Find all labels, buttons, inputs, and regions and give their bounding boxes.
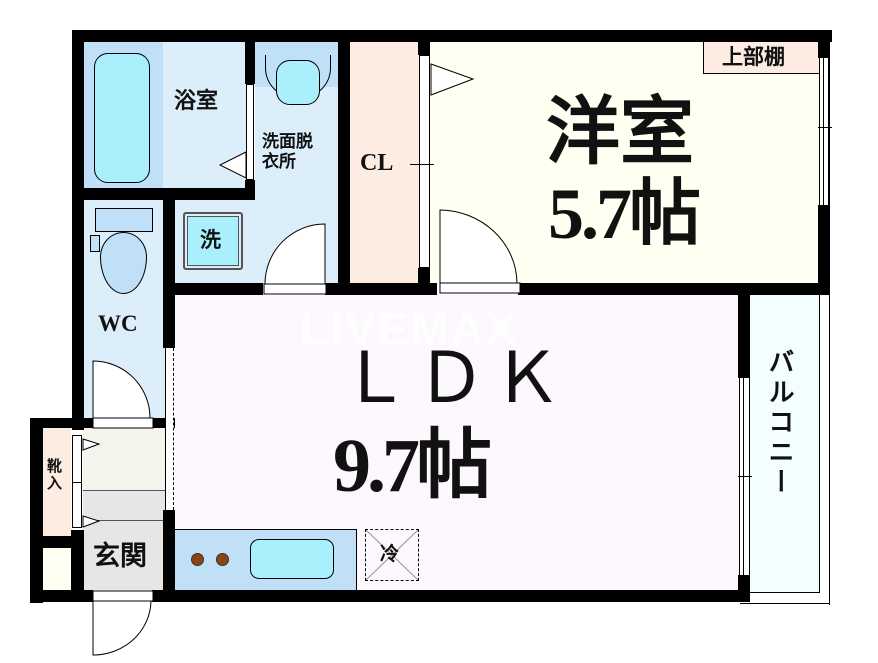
washroom-label-line1: 洗面脱 xyxy=(262,132,313,151)
wall xyxy=(738,283,750,378)
wall xyxy=(30,418,84,428)
entrance-label: 玄関 xyxy=(93,541,147,571)
refrigerator-space xyxy=(365,529,419,581)
upper-shelf xyxy=(703,42,819,74)
wall xyxy=(325,283,437,295)
stove-burner-icon xyxy=(216,553,229,566)
wall xyxy=(30,418,43,603)
wall xyxy=(245,180,255,190)
kitchen-sink xyxy=(250,539,334,579)
entrance-door[interactable] xyxy=(92,590,154,660)
washbasin-bowl xyxy=(276,60,320,105)
wall xyxy=(338,30,350,295)
watermark: LIVEMAX xyxy=(300,303,519,355)
entrance-step-line xyxy=(83,520,165,521)
wc-door[interactable] xyxy=(92,360,154,430)
closet-label: CL xyxy=(360,150,394,176)
western-room-door[interactable] xyxy=(439,209,521,295)
wall xyxy=(30,536,84,548)
door-swing-icon xyxy=(82,438,101,451)
stove-burner-icon xyxy=(191,553,204,566)
wall xyxy=(72,30,84,430)
balcony-rail xyxy=(829,40,831,605)
toilet-paper-holder xyxy=(90,235,100,252)
western-room-window[interactable] xyxy=(819,58,829,205)
ldk-label: ＬＤＫ xyxy=(340,341,568,418)
shoe-box-label: 靴入 xyxy=(45,458,61,492)
ldk-size: 9.7帖 xyxy=(333,424,492,508)
western-room-size: 5.7帖 xyxy=(548,174,701,254)
shoe-box xyxy=(43,428,71,536)
closet-door-handle xyxy=(410,164,434,165)
shoe-box-door[interactable] xyxy=(72,435,82,528)
window-latch xyxy=(738,476,752,477)
wall xyxy=(245,42,255,84)
toilet-tank xyxy=(95,208,153,232)
washroom-label-line2: 衣所 xyxy=(262,152,296,171)
wall xyxy=(163,283,263,295)
wall xyxy=(72,30,832,42)
hallway-floor xyxy=(83,428,165,490)
washing-machine xyxy=(183,212,243,270)
meter-box xyxy=(43,548,71,590)
bathroom-label: 浴室 xyxy=(174,88,219,113)
window-divider xyxy=(823,58,824,205)
bathroom-door[interactable] xyxy=(246,84,254,180)
entrance-floor xyxy=(83,490,165,590)
closet-door[interactable] xyxy=(419,55,430,268)
balcony-floor xyxy=(750,295,820,593)
washroom-door[interactable] xyxy=(263,222,327,296)
wall xyxy=(818,30,830,58)
wall xyxy=(163,590,750,602)
bathtub xyxy=(94,53,150,183)
wc-label: WC xyxy=(98,311,138,336)
wall xyxy=(163,188,175,348)
toilet-bowl xyxy=(100,232,147,294)
wall xyxy=(71,530,84,602)
door-swing-icon xyxy=(82,515,101,528)
upper-shelf-label: 上部棚 xyxy=(722,45,785,69)
closet-floor xyxy=(350,42,422,284)
balcony-label: バルコニー xyxy=(765,348,794,498)
wall xyxy=(163,510,175,602)
wall xyxy=(818,205,830,295)
wall xyxy=(152,590,172,602)
wall xyxy=(518,283,830,295)
window-latch xyxy=(818,127,832,128)
wall xyxy=(418,30,430,55)
wall xyxy=(152,418,175,428)
refrigerator-label: 冷 xyxy=(380,544,400,565)
ldk-sliding-door[interactable] xyxy=(165,348,174,510)
balcony-rail-bottom xyxy=(740,603,830,604)
washing-machine-label: 洗 xyxy=(200,228,221,252)
western-room-label: 洋室 xyxy=(546,92,694,174)
door-swing-icon xyxy=(430,63,475,96)
door-swing-icon xyxy=(218,151,247,179)
shoe-box-divider xyxy=(72,482,82,483)
